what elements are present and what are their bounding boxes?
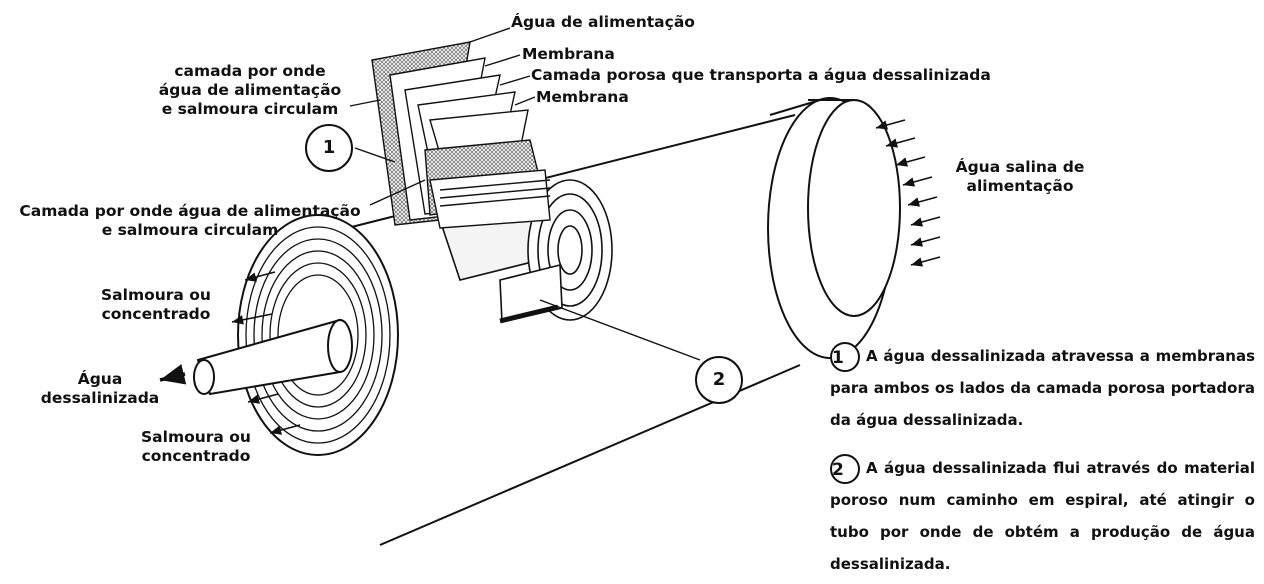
label-desal-water: Água dessalinizada [40,370,160,408]
label-line: camada por onde [174,62,326,80]
cutaway-window [438,179,613,324]
label-feed-water: Água de alimentação [511,13,695,31]
note-two-number: 2 [830,453,860,484]
label-line: dessalinizada [40,389,160,407]
label-feed-layer-top: camada por onde água de alimentação e sa… [150,62,350,119]
note-one-text: A água dessalinizada atravessa a membran… [830,347,1255,429]
label-line: alimentação [966,177,1074,195]
label-membrane-top: Membrana [522,45,615,63]
label-brine-top: Salmoura ou concentrado [96,286,216,324]
label-line: Camada por onde água de alimentação [19,202,361,220]
label-porous-layer: Camada porosa que transporta a água dess… [531,66,991,84]
note-two-text: A água dessalinizada flui através do mat… [830,459,1255,573]
leader-lines [349,27,701,361]
flow-arrows [159,119,941,435]
label-line: e salmoura circulam [101,221,279,239]
label-line: concentrado [101,305,211,323]
label-line: Salmoura ou [101,286,211,304]
pressure-vessel [299,97,901,546]
label-feed-layer-bottom: Camada por onde água de alimentação e sa… [5,202,375,240]
label-line: Água [77,370,123,388]
label-line: concentrado [141,447,251,465]
membrane-leaves [371,41,551,229]
note-one-number: 1 [830,341,860,372]
label-saline-feed: Água salina de alimentação [950,158,1090,196]
label-line: Água salina de [955,158,1085,176]
permeate-tube [193,318,353,396]
label-line: e salmoura circulam [161,100,339,118]
label-membrane-second: Membrana [536,88,629,106]
callout-one: 1 [305,124,353,172]
callout-two: 2 [695,356,743,404]
label-brine-bottom: Salmoura ou concentrado [136,428,256,466]
label-line: água de alimentação [158,81,342,99]
label-line: Salmoura ou [141,428,251,446]
